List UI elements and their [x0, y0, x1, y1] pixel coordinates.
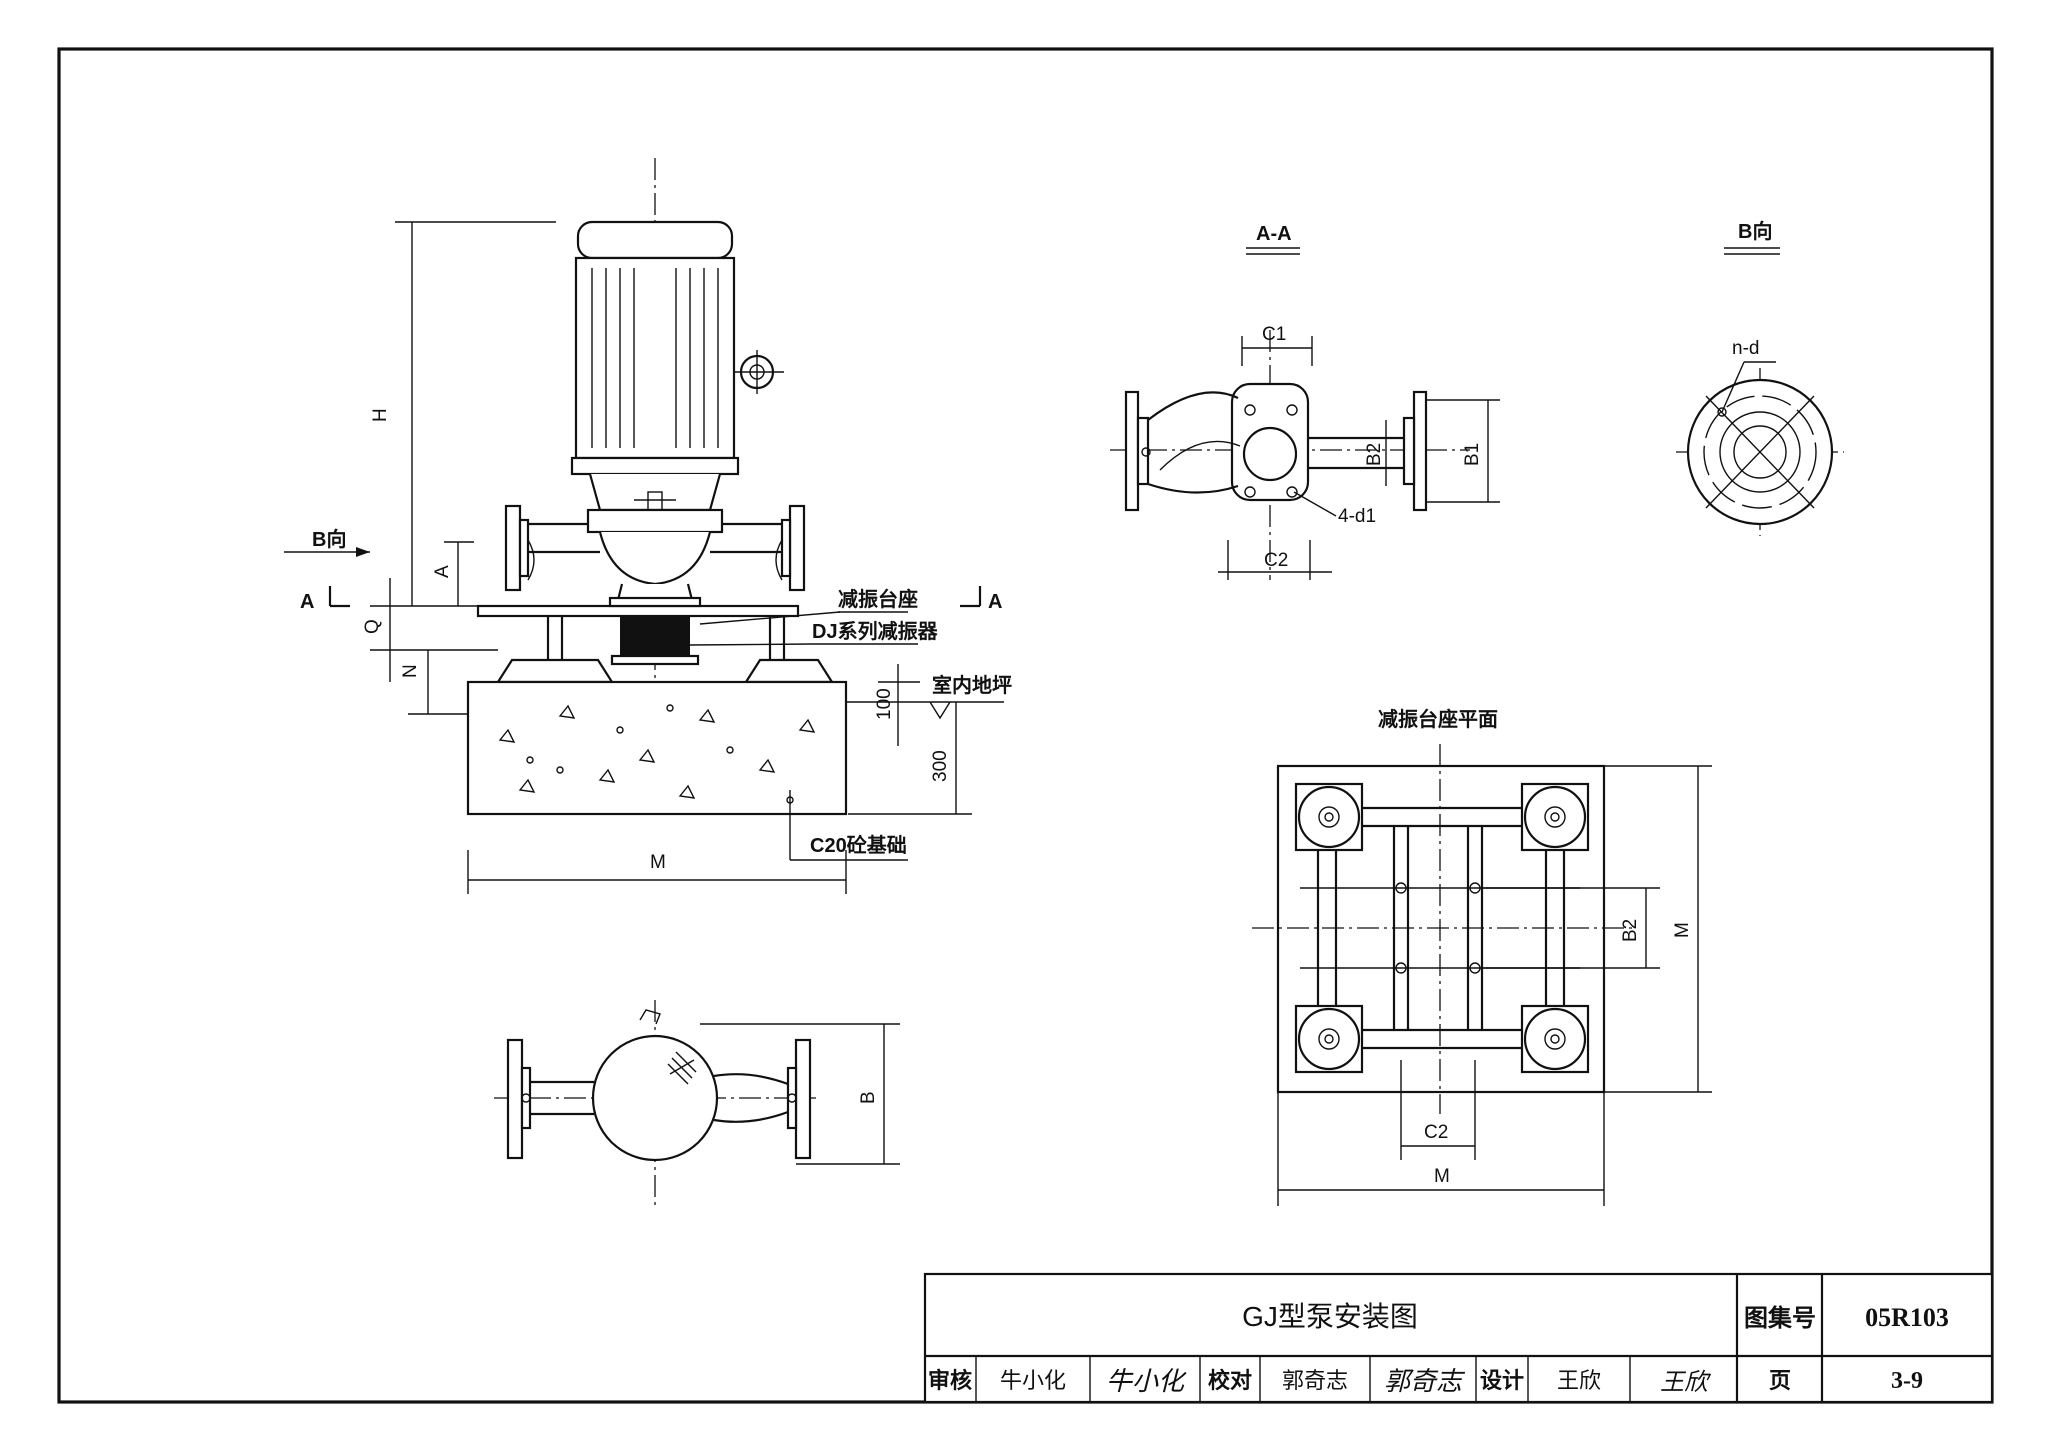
drawing-title: GJ型泵安装图 — [1242, 1301, 1418, 1332]
dim-m-horizontal: M — [1434, 1166, 1450, 1187]
dim-m-elevation: M — [650, 852, 666, 873]
atlas-label: 图集号 — [1744, 1304, 1816, 1332]
page-number: 3-9 — [1891, 1368, 1923, 1394]
plan-casing — [591, 1034, 719, 1162]
section-mark-a-right: A — [988, 591, 1002, 613]
dim-a: A — [432, 565, 453, 578]
dim-300: 300 — [930, 750, 951, 782]
checker-name: 郭奇志 — [1282, 1368, 1348, 1393]
holes-n-d: n-d — [1732, 338, 1759, 359]
section-aa-title: A-A — [1256, 223, 1292, 245]
sheet-border — [57, 47, 1994, 1404]
view-b-title: B向 — [1738, 219, 1772, 243]
reviewer-name: 牛小化 — [1000, 1368, 1066, 1393]
title-block: GJ型泵安装图 图集号 05R103 审核 牛小化 牛小化 校对 郭奇志 郭奇志… — [923, 1272, 1994, 1404]
left-foot-damper — [495, 658, 615, 684]
dim-q: Q — [362, 619, 383, 634]
dim-h: H — [370, 408, 391, 422]
motor-fan-cover — [576, 220, 734, 260]
pump-casing — [598, 531, 712, 586]
review-label: 审核 — [928, 1368, 972, 1393]
damper-label: DJ系列减振器 — [812, 619, 939, 643]
dim-b1: B1 — [1462, 443, 1483, 466]
dim-b2-section: B2 — [1364, 443, 1385, 466]
inlet-flange — [504, 504, 522, 592]
page-label: 页 — [1769, 1368, 1791, 1393]
motor-body — [574, 256, 736, 460]
pump-casing-top — [586, 508, 724, 534]
designer-name: 王欣 — [1557, 1368, 1601, 1393]
design-label: 设计 — [1480, 1368, 1524, 1393]
pump-elevation: H A Q N B向 A A 减振台座 DJ系列减振器 室内地坪 10 — [284, 158, 1012, 894]
base-plan-title: 减振台座平面 — [1378, 707, 1498, 731]
b-direction-label: B向 — [312, 527, 346, 551]
dim-n: N — [400, 664, 421, 678]
pump-plan-view: B — [494, 1000, 900, 1208]
section-a-a: A-A C1 C2 B2 B1 4-d1 — [1110, 223, 1500, 580]
dim-100: 100 — [874, 688, 895, 720]
concrete-hatch — [498, 704, 816, 804]
corner-dampers — [1294, 782, 1590, 1074]
dim-c2-base: C2 — [1424, 1122, 1448, 1143]
atlas-number: 05R103 — [1865, 1303, 1949, 1332]
view-b: B向 n-d — [1676, 219, 1844, 536]
checker-signature: 郭奇志 — [1384, 1367, 1466, 1397]
dj-damper — [620, 616, 690, 656]
dim-m-vertical: M — [1672, 922, 1693, 938]
dim-b: B — [858, 1091, 879, 1104]
outlet-flange — [788, 504, 806, 592]
dim-b2-base: B2 — [1620, 919, 1641, 942]
reviewer-signature: 牛小化 — [1106, 1367, 1187, 1397]
check-label: 校对 — [1208, 1368, 1252, 1393]
indoor-floor-label: 室内地坪 — [932, 673, 1012, 697]
dim-c2-section: C2 — [1264, 550, 1288, 571]
damping-base-frame — [476, 604, 800, 618]
designer-signature: 王欣 — [1660, 1368, 1712, 1396]
dim-c1: C1 — [1262, 324, 1286, 345]
holes-4-d1: 4-d1 — [1338, 506, 1376, 527]
damping-base-label: 减振台座 — [838, 587, 918, 611]
right-foot-damper — [743, 658, 835, 684]
foundation-label: C20砼基础 — [810, 833, 907, 857]
damping-base-plan: 减振台座平面 B2 M — [1252, 707, 1712, 1206]
section-mark-a-left: A — [300, 591, 314, 613]
motor-flange — [570, 456, 740, 476]
